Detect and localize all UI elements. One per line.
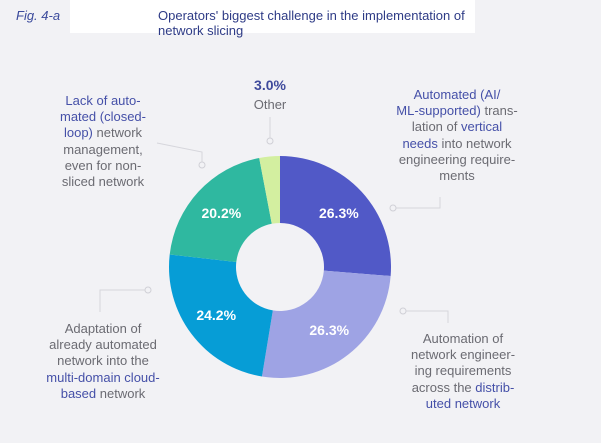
- label-text: already automated: [49, 337, 157, 353]
- category-label-line: mated (closed-: [28, 109, 178, 125]
- slice-value-label: 26.3%: [309, 322, 350, 339]
- leader-dot: [389, 204, 397, 212]
- category-label-line: network engineer-: [388, 347, 538, 363]
- slice-value-label: 26.3%: [318, 204, 359, 221]
- category-label-line: already automated: [28, 337, 178, 353]
- label-text: network: [96, 385, 146, 401]
- label-text: Automation of: [422, 331, 504, 346]
- category-label-line: loop) network: [28, 125, 178, 141]
- figure-number: Fig. 4-a: [16, 8, 61, 23]
- label-text: management,: [63, 141, 143, 157]
- category-label-line: based network: [28, 386, 178, 402]
- highlighted-text: distrib-: [475, 379, 515, 395]
- category-label-line: Automated (AI/: [382, 87, 532, 103]
- category-label-line: multi-domain cloud-: [28, 370, 178, 386]
- category-label-line: ML-supported) trans-: [382, 103, 532, 119]
- slice-1: [261, 270, 391, 378]
- slice-value-label: 20.2%: [201, 204, 242, 221]
- slice-3: [169, 157, 272, 263]
- category-label-line: uted network: [388, 396, 538, 412]
- category-label-line: sliced network: [28, 174, 178, 190]
- other-value-label: 3.0%: [254, 77, 286, 93]
- label-text: network into the: [57, 353, 149, 369]
- highlighted-text: loop): [63, 125, 93, 141]
- category-label: Automated (AI/ML-supported) trans-lation…: [382, 87, 532, 184]
- highlighted-text: ML-supported): [396, 103, 481, 119]
- leader-dot: [266, 137, 274, 145]
- category-label-line: Adaptation of: [28, 321, 178, 337]
- label-text: trans-: [480, 103, 518, 119]
- highlighted-text: Automated (AI/: [413, 87, 501, 102]
- leader-line: [99, 289, 148, 312]
- label-text: Adaptation of: [64, 321, 142, 336]
- category-label-line: ments: [382, 168, 532, 184]
- label-text: into network: [437, 135, 512, 151]
- category-label-line: across the distrib-: [388, 380, 538, 396]
- other-category-label: Other: [253, 97, 287, 112]
- category-label-line: lation of vertical: [382, 119, 532, 135]
- leader-dot: [198, 161, 206, 169]
- label-text: ments: [439, 168, 475, 184]
- category-label-line: Lack of auto-: [28, 93, 178, 109]
- highlighted-text: mated (closed-: [60, 109, 146, 125]
- label-text: lation of: [411, 119, 461, 135]
- category-label-line: engineering require-: [382, 152, 532, 168]
- highlighted-text: vertical: [460, 119, 503, 135]
- leader-line: [393, 197, 441, 209]
- category-label-line: Automation of: [388, 331, 538, 347]
- label-text: even for non-: [64, 157, 142, 173]
- category-label-line: needs into network: [382, 136, 532, 152]
- title-bar: Operators' biggest challenge in the impl…: [70, 0, 475, 38]
- leader-dot: [144, 286, 152, 294]
- highlighted-text: multi-domain cloud-: [46, 369, 160, 385]
- label-text: ing requirements: [414, 363, 512, 379]
- label-text: network engineer-: [410, 347, 516, 363]
- category-label-line: ing requirements: [388, 363, 538, 379]
- highlighted-text: needs: [402, 135, 438, 151]
- label-text: engineering require-: [398, 151, 516, 167]
- label-text: network: [92, 125, 143, 141]
- highlighted-text: uted network: [425, 395, 501, 411]
- slice-0: [280, 156, 391, 277]
- chart-title: Operators' biggest challenge in the impl…: [158, 8, 465, 38]
- category-label: Lack of auto-mated (closed-loop) network…: [28, 93, 178, 190]
- label-text: sliced network: [61, 174, 145, 190]
- leader-line: [156, 142, 203, 165]
- slice-value-label: 24.2%: [196, 307, 237, 324]
- highlighted-text: Lack of auto-: [65, 93, 141, 108]
- slice-4: [259, 156, 280, 224]
- category-label-line: management,: [28, 142, 178, 158]
- highlighted-text: based: [60, 385, 97, 401]
- category-label-line: network into the: [28, 353, 178, 369]
- slice-2: [169, 254, 273, 377]
- label-text: across the: [411, 379, 476, 395]
- leader-dot: [399, 307, 407, 315]
- leader-line: [403, 310, 449, 323]
- category-label-line: even for non-: [28, 158, 178, 174]
